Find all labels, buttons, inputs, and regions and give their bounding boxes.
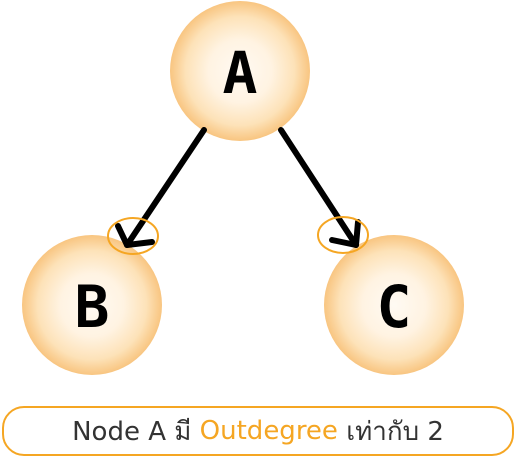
node-b-label: B: [75, 273, 110, 341]
caption-suffix: เท่ากับ 2: [346, 416, 444, 447]
caption-highlight: Outdegree: [199, 416, 338, 446]
node-a-circle: [170, 1, 310, 141]
node-a-label: A: [223, 39, 258, 107]
edge-a-to-c-line: [278, 127, 359, 248]
node-b: B: [22, 235, 162, 375]
edge-a-to-b: [107, 127, 207, 255]
arrowhead-highlight-b: [107, 217, 159, 255]
node-b-circle: [22, 235, 162, 375]
edge-a-to-b-arrowhead: [115, 223, 155, 248]
arrowhead-highlight-c: [317, 216, 369, 254]
edge-a-to-c-arrowhead: [329, 219, 361, 248]
caption-box: Node A มี Outdegree เท่ากับ 2: [2, 406, 514, 456]
edge-a-to-c: [278, 127, 369, 254]
graph-diagram: A B C: [22, 1, 464, 375]
node-a: A: [170, 1, 310, 141]
node-c: C: [324, 235, 464, 375]
node-c-label: C: [377, 273, 412, 341]
node-c-circle: [324, 235, 464, 375]
edge-a-to-b-line: [124, 127, 207, 248]
caption-prefix: Node A มี: [72, 416, 192, 447]
